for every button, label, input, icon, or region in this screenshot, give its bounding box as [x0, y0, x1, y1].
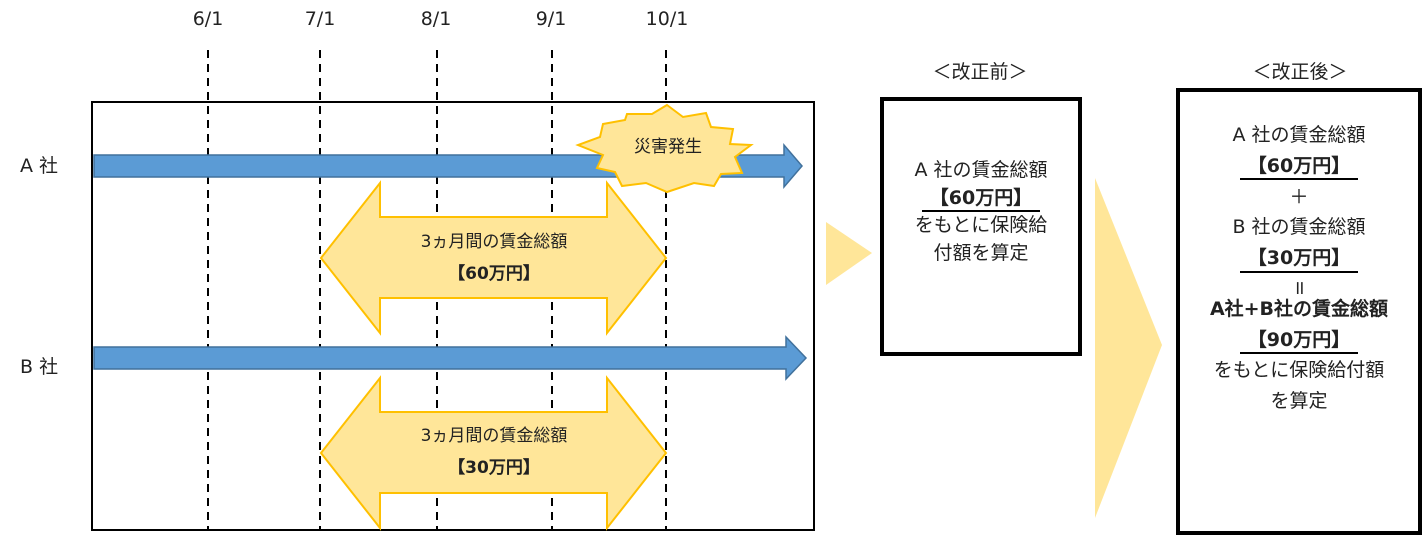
period-arrow-a-amount: 【60万円】 — [448, 264, 540, 285]
company-b-bar — [93, 335, 808, 381]
timeline-frame — [91, 101, 815, 531]
after-plus: ＋ — [1289, 185, 1309, 208]
period-arrow-b — [319, 375, 668, 531]
before-title: ＜改正前＞ — [932, 61, 1028, 83]
company-a-label: A 社 — [20, 155, 59, 177]
after-line4: をもとに保険給付額 — [1213, 359, 1385, 382]
date-label-jul: 7/1 — [304, 8, 336, 30]
after-line3: A社+B社の賃金総額 — [1209, 297, 1389, 320]
date-label-oct: 10/1 — [645, 8, 689, 30]
disaster-starburst — [575, 103, 754, 194]
before-box: A 社の賃金総額 【60万円】 をもとに保険給 付額を算定 — [880, 97, 1082, 356]
date-label-sep: 9/1 — [535, 8, 567, 30]
date-label-aug: 8/1 — [420, 8, 452, 30]
after-amount-b: 【30万円】 — [1239, 246, 1359, 273]
after-line2: B 社の賃金総額 — [1232, 216, 1366, 239]
after-amount-a: 【60万円】 — [1239, 154, 1359, 181]
chevron-arrow-1 — [826, 222, 872, 285]
after-line5: を算定 — [1270, 390, 1328, 413]
company-b-label: B 社 — [20, 356, 59, 378]
before-line2: をもとに保険給 — [914, 214, 1048, 237]
period-arrow-a-text: 3ヵ月間の賃金総額 【60万円】 — [380, 226, 608, 291]
before-amount: 【60万円】 — [921, 186, 1041, 213]
period-arrow-a-line1: 3ヵ月間の賃金総額 — [420, 232, 568, 252]
period-arrow-b-amount: 【30万円】 — [448, 458, 540, 479]
disaster-label: 災害発生 — [634, 137, 702, 157]
period-arrow-a — [319, 180, 668, 336]
after-title: ＜改正後＞ — [1252, 61, 1348, 83]
after-box: A 社の賃金総額 【60万円】 ＋ B 社の賃金総額 【30万円】 ॥ A社+B… — [1176, 88, 1422, 535]
after-amount-total: 【90万円】 — [1239, 328, 1359, 355]
period-arrow-b-line1: 3ヵ月間の賃金総額 — [420, 426, 568, 446]
date-label-jun: 6/1 — [192, 8, 224, 30]
chevron-arrow-2 — [1095, 178, 1162, 518]
after-line1: A 社の賃金総額 — [1232, 124, 1366, 146]
before-line1: A 社の賃金総額 — [914, 159, 1048, 181]
period-arrow-b-text: 3ヵ月間の賃金総額 【30万円】 — [380, 420, 608, 485]
before-line3: 付額を算定 — [933, 241, 1029, 264]
after-equals: ॥ — [1293, 276, 1305, 299]
